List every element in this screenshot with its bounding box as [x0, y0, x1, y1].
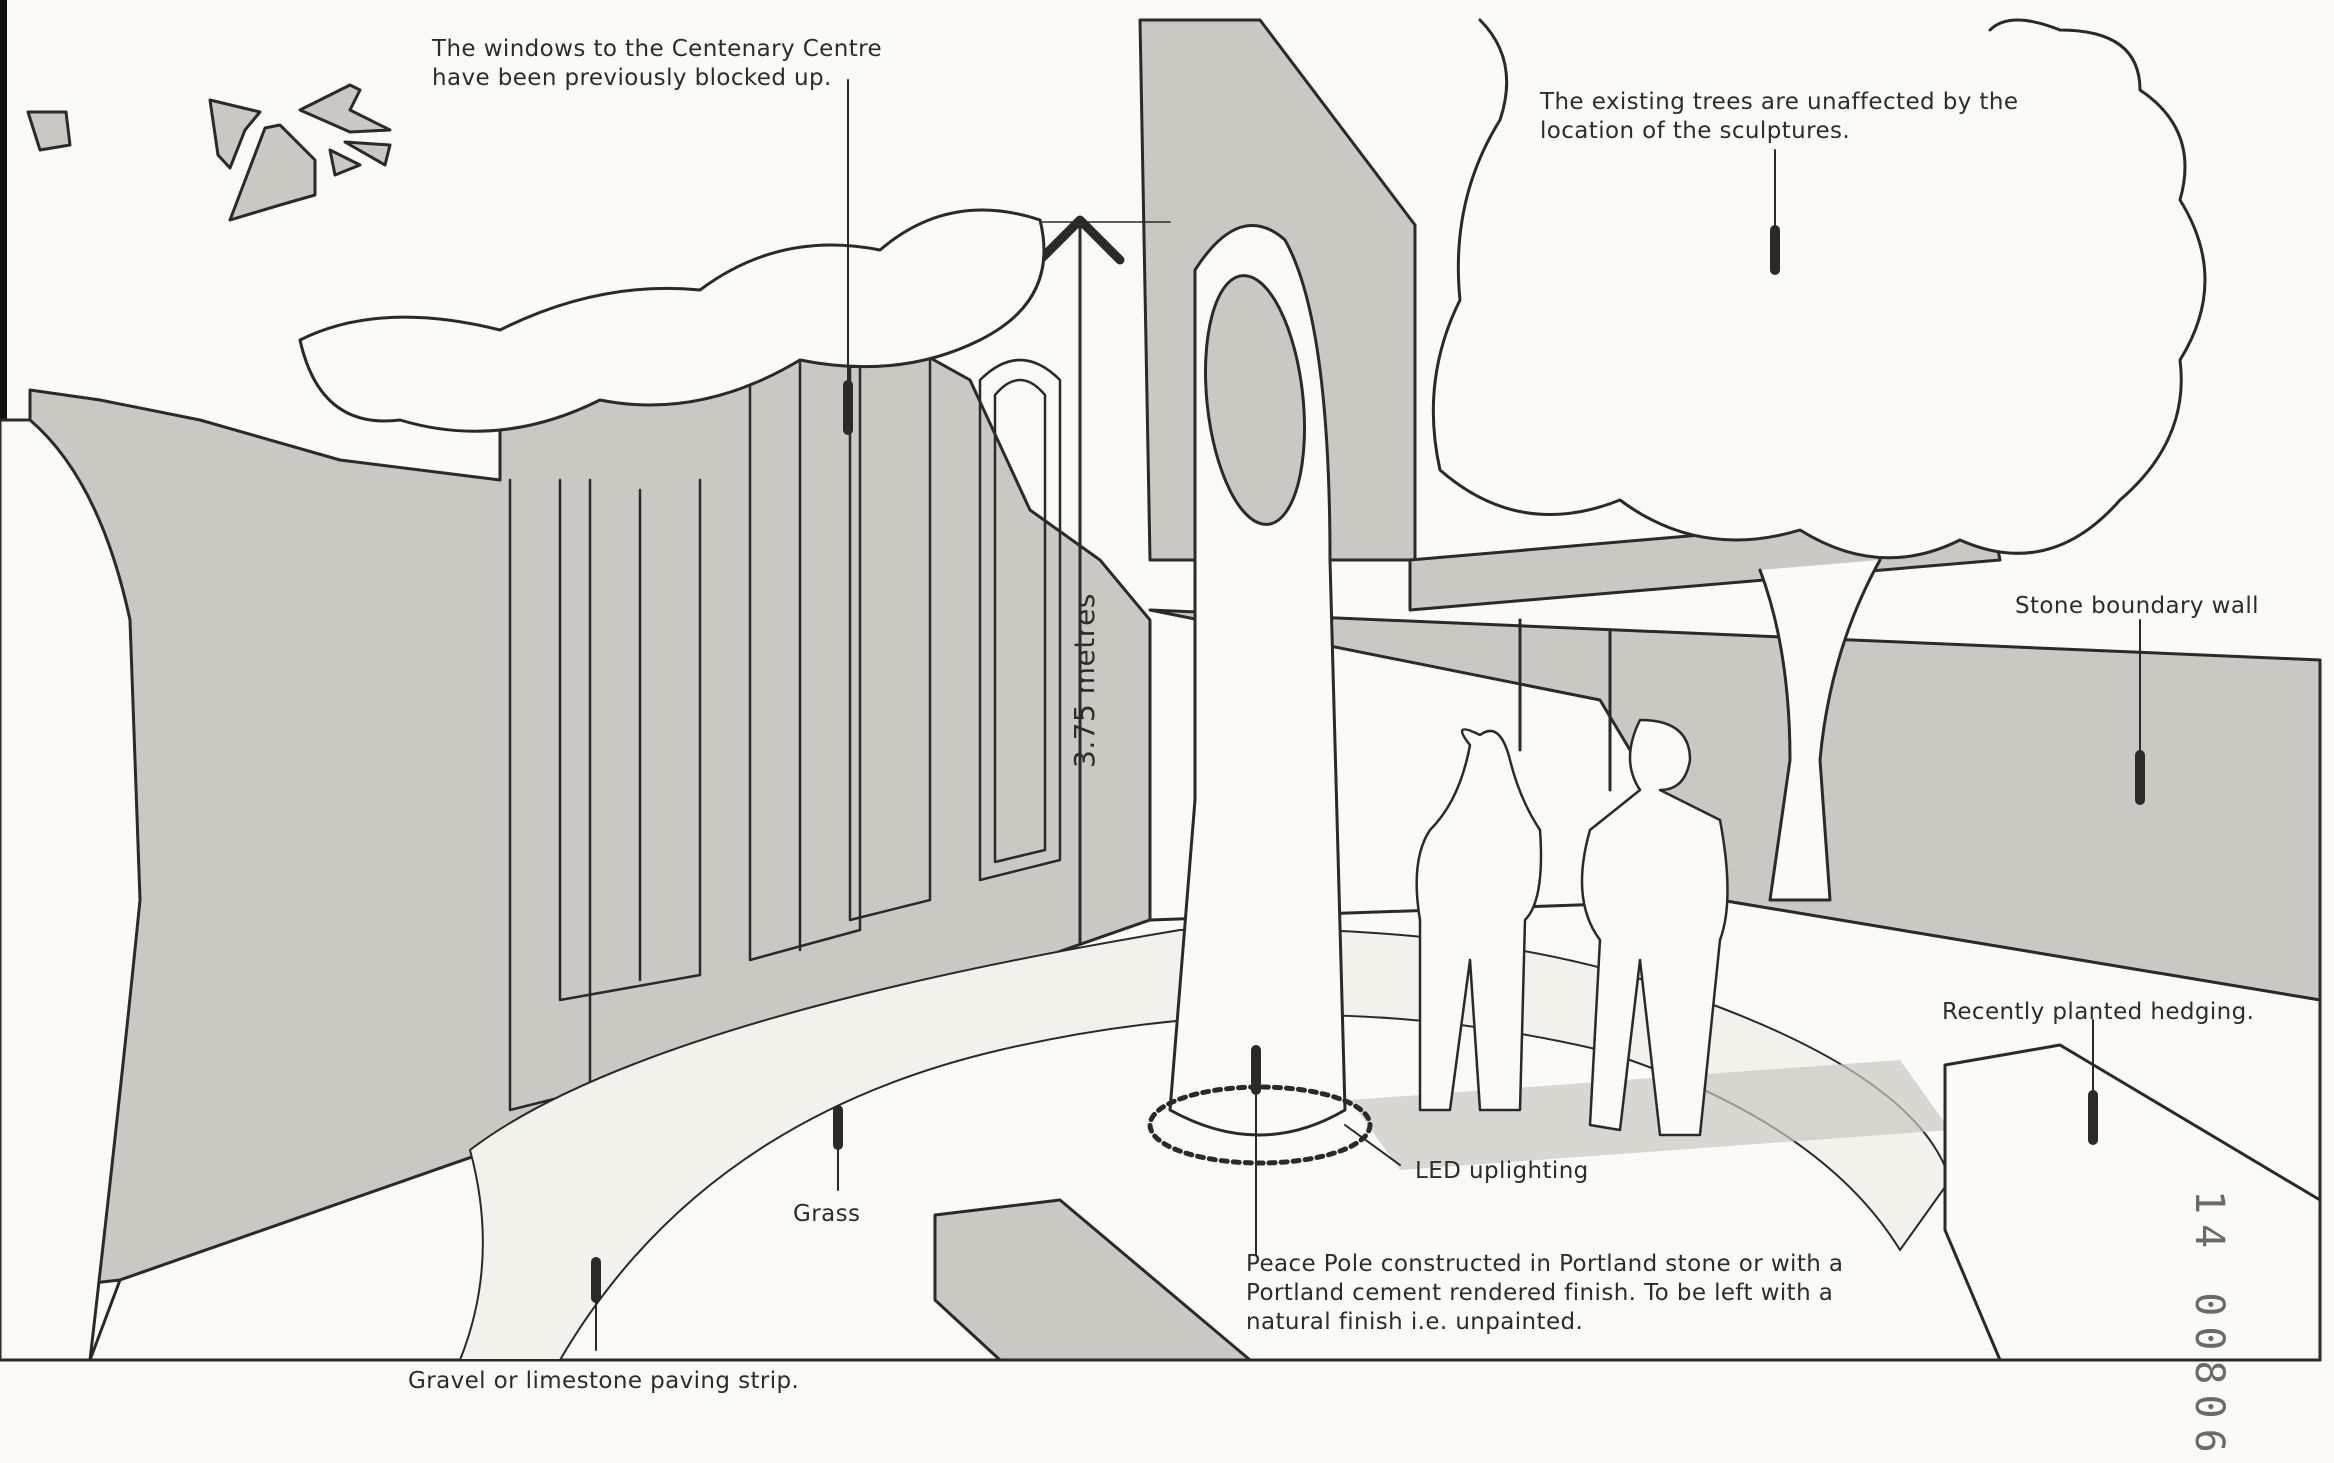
- people-figures: [1415, 718, 1729, 1137]
- annotation-grass: Grass: [793, 1201, 861, 1227]
- planter-left: [933, 1198, 1252, 1362]
- annotation-led: LED uplighting: [1415, 1158, 1589, 1184]
- leaf-clusters: [26, 83, 392, 222]
- gravel-strip: [459, 927, 1951, 1361]
- annotation-trees: The existing trees are unaffected by the…: [1540, 89, 2019, 144]
- person-woman: [1415, 728, 1543, 1112]
- annotation-stone-wall: Stone boundary wall: [2015, 593, 2259, 619]
- annotation-windows: The windows to the Centenary Centre have…: [432, 36, 883, 91]
- annotation-hedging: Recently planted hedging.: [1942, 999, 2255, 1025]
- dimension-label: 3.75 metres: [1068, 593, 1101, 768]
- shadow: [1350, 1060, 1950, 1170]
- led-ring: [1147, 1084, 1373, 1166]
- person-man: [1580, 718, 1729, 1137]
- planter-right: [1943, 1043, 2322, 1362]
- annotation-gravel: Gravel or limestone paving strip.: [408, 1368, 800, 1394]
- annotation-peace-pole: Peace Pole constructed in Portland stone…: [1246, 1251, 1844, 1335]
- tree-right-canopy: [1431, 18, 2207, 560]
- pole-oval-opening: [1204, 274, 1306, 526]
- leader-markers: [591, 225, 2145, 1303]
- document-stamp: 14 00806: [2186, 1190, 2232, 1463]
- tree-left-trunk: [0, 418, 142, 1362]
- tree-right-trunk: [1758, 558, 1882, 902]
- tree-left-canopy: [298, 208, 1046, 433]
- scan-edge-bar: [0, 0, 7, 440]
